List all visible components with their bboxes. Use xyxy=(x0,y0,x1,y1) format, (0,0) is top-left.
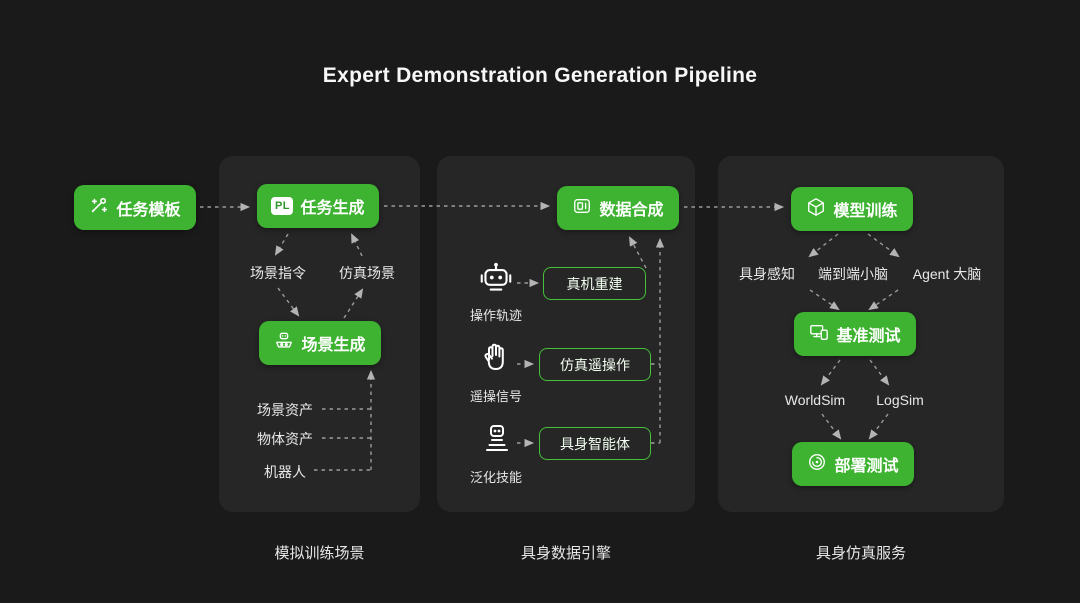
caption-sim-training: 模拟训练场景 xyxy=(274,545,365,562)
asset-object-label: 物体资产 xyxy=(257,431,313,447)
row1-label: 操作轨迹 xyxy=(469,308,522,323)
task-gen-button: PL 任务生成 xyxy=(257,184,379,228)
benchmark-button: 基准测试 xyxy=(794,312,916,356)
deploy-test-button: 部署测试 xyxy=(792,442,914,486)
benchmark-icon xyxy=(809,322,829,347)
asset-robot-label: 机器人 xyxy=(264,464,306,480)
worldsim-label: WorldSim xyxy=(784,392,846,408)
brain-perception-label: 具身感知 xyxy=(739,266,795,282)
sim-scene-label: 仿真场景 xyxy=(339,265,395,281)
embodied-agent-box: 具身智能体 xyxy=(539,427,651,460)
data-syn-button: 数据合成 xyxy=(557,186,679,230)
model-train-button: 模型训练 xyxy=(791,187,913,231)
task-template-chip: 任务模板 xyxy=(74,185,196,230)
caption-sim-service: 具身仿真服务 xyxy=(815,545,906,562)
real-machine-box: 真机重建 xyxy=(543,267,646,300)
data-syn-icon xyxy=(572,196,592,221)
row2-label: 遥操信号 xyxy=(469,389,522,404)
caption-data-engine: 具身数据引擎 xyxy=(520,545,611,562)
scene-command-label: 场景指令 xyxy=(250,265,306,281)
brain-e2e-label: 端到端小脑 xyxy=(818,266,888,282)
robot-icon xyxy=(477,259,515,302)
asset-scene-label: 场景资产 xyxy=(257,402,313,418)
task-template-label: 任务模板 xyxy=(116,201,181,219)
brain-agent-label: Agent 大脑 xyxy=(912,266,982,282)
scene-gen-button: 场景生成 xyxy=(259,321,381,365)
benchmark-label: 基准测试 xyxy=(836,328,901,345)
sim-teleop-box: 仿真遥操作 xyxy=(539,348,651,381)
model-train-icon xyxy=(806,197,826,222)
scene-gen-label: 场景生成 xyxy=(301,337,366,354)
logsim-label: LogSim xyxy=(876,392,924,408)
task-template-icon xyxy=(89,195,109,220)
row3-label: 泛化技能 xyxy=(469,470,522,485)
glove-icon xyxy=(478,340,514,381)
deploy-test-icon xyxy=(807,452,827,477)
page-title: Expert Demonstration Generation Pipeline xyxy=(322,64,758,87)
model-train-label: 模型训练 xyxy=(833,203,898,220)
data-syn-label: 数据合成 xyxy=(599,202,664,219)
pl-badge-icon: PL xyxy=(271,197,294,215)
task-gen-label: 任务生成 xyxy=(300,200,365,217)
skill-icon xyxy=(479,420,515,461)
deploy-test-label: 部署测试 xyxy=(834,458,899,475)
scene-gen-icon xyxy=(274,331,294,356)
